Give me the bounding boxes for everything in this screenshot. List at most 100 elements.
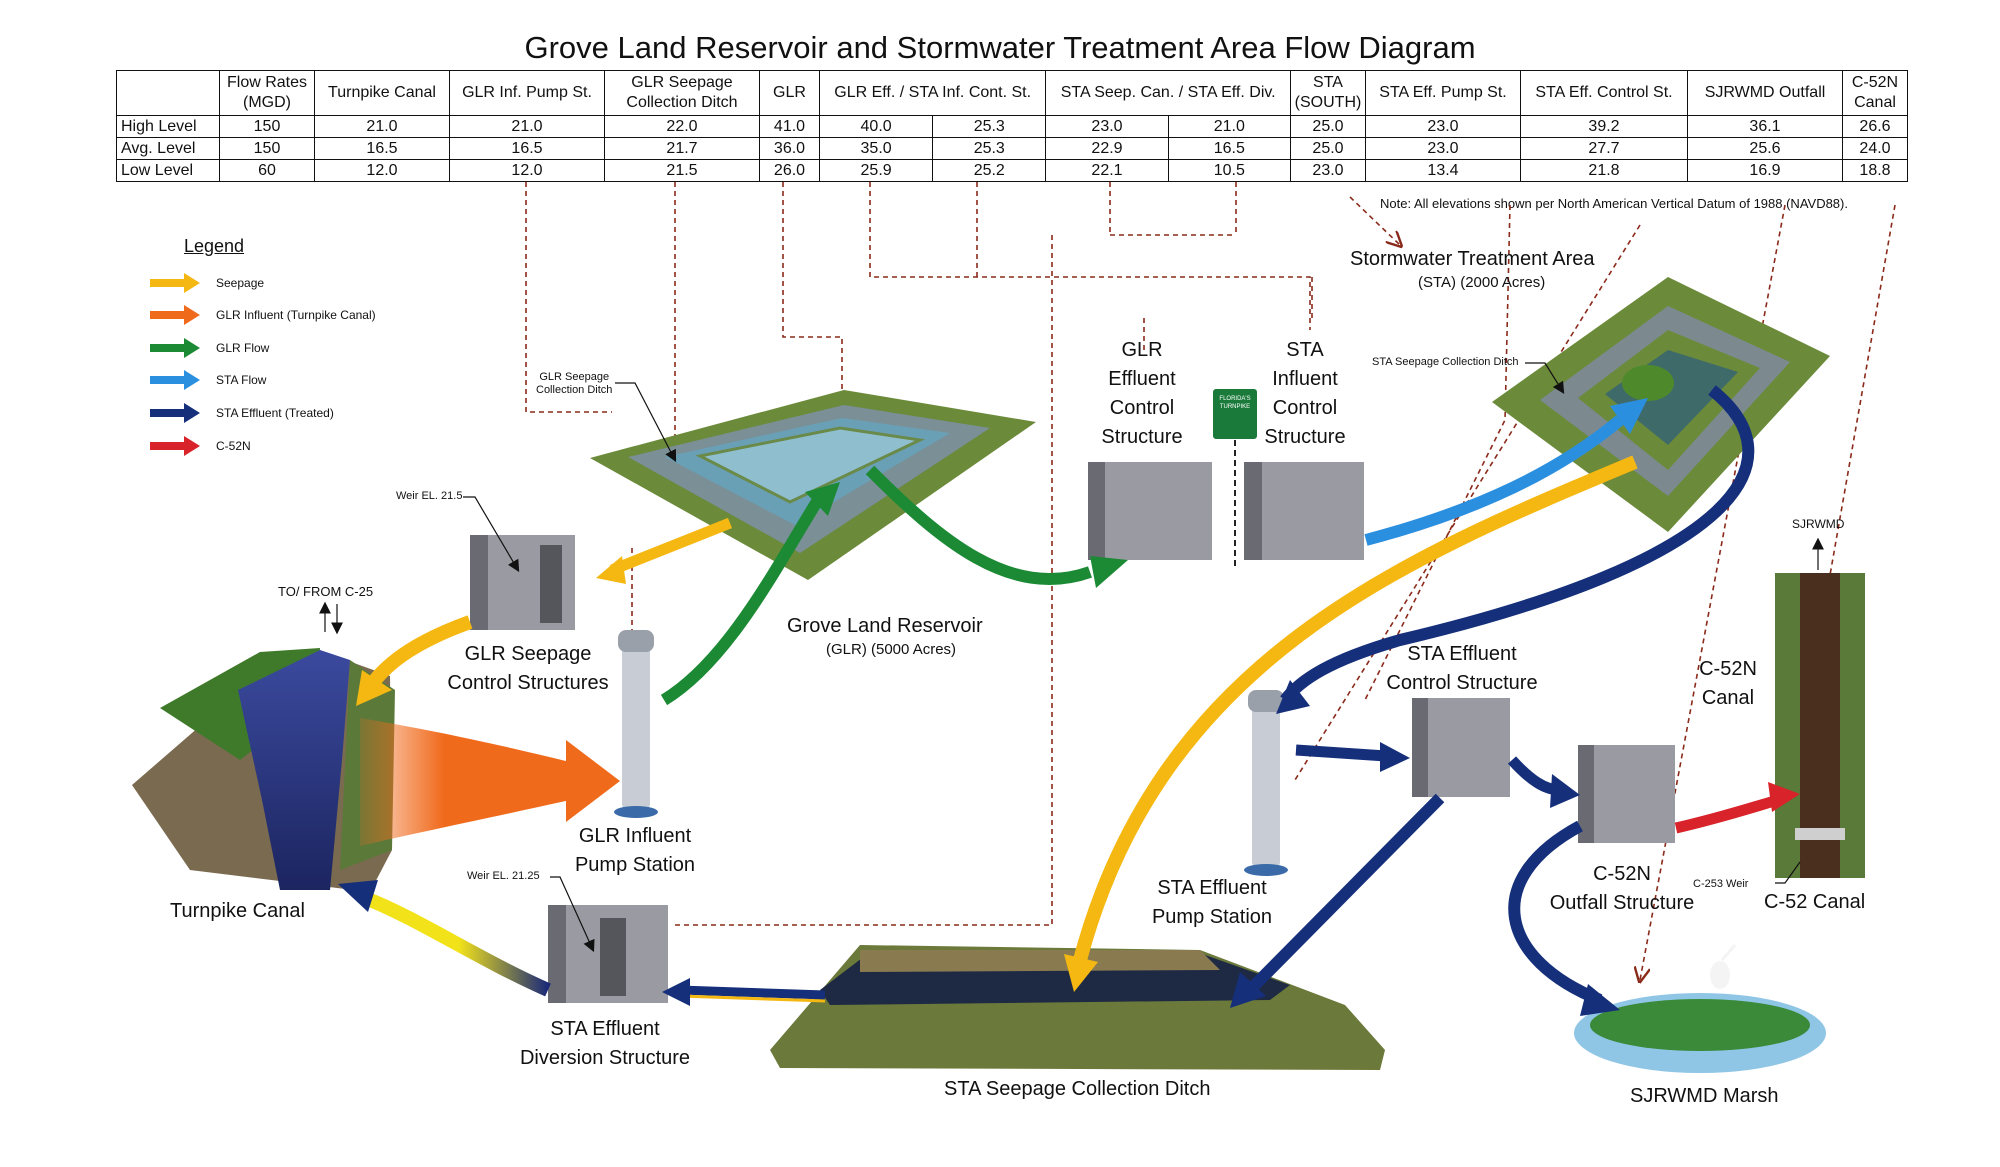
label-line: Structure	[1101, 426, 1183, 448]
table-cell: 21.0	[1167, 115, 1292, 138]
sta-flow-arrow-icon	[150, 370, 200, 390]
table-cell: 25.0	[1290, 137, 1366, 160]
sta-effluent-arrow	[679, 994, 826, 1003]
table-cell: 12.0	[449, 159, 605, 182]
seepage-arrowhead	[356, 670, 392, 706]
table-cell: 27.7	[1520, 137, 1688, 160]
sta-effluent-pump-station	[1244, 690, 1288, 876]
turnpike-sign-icon: FLORIDA'S TURNPIKE	[1211, 387, 1259, 568]
c52n-outfall-label: C-52N Outfall Structure	[1537, 860, 1707, 918]
water-level-table: Flow Rates (MGD) Turnpike Canal GLR Inf.…	[116, 70, 1908, 182]
sta-effluent-diversion-label: STA Effluent Diversion Structure	[515, 1015, 695, 1073]
sta-effluent-arrowhead	[1580, 984, 1620, 1016]
table-cell: 22.0	[604, 115, 760, 138]
flow-arrows	[338, 385, 1800, 1016]
label-line: GLR Seepage	[539, 371, 610, 383]
label-line: Influent	[1272, 368, 1338, 390]
glr-influent-arrowhead	[566, 740, 620, 822]
sta-effluent-control-structure	[1412, 698, 1510, 797]
sta-effluent-arrowhead	[1230, 972, 1266, 1008]
table-header: GLR	[759, 70, 820, 116]
sta-effluent-arrow-icon	[150, 403, 200, 423]
legend-label: C-52N	[216, 439, 251, 453]
glr-flow-arrowhead	[805, 482, 840, 516]
sta-effluent-arrow	[1508, 820, 1603, 1006]
label-line: Diversion Structure	[519, 1047, 691, 1069]
c52n-canal-label: C-52N Canal	[1690, 655, 1766, 713]
legend-item-sta-effluent: STA Effluent (Treated)	[148, 401, 334, 425]
seepage-arrow	[609, 517, 733, 576]
table-cell: 10.5	[1167, 159, 1292, 182]
legend-item-glr-influent: GLR Influent (Turnpike Canal)	[148, 303, 376, 327]
sjrwmd-marsh-label: SJRWMD Marsh	[1630, 1085, 1779, 1107]
table-header: C-52N Canal	[1842, 70, 1908, 116]
sta-effluent-control-label: STA Effluent Control Structure	[1376, 640, 1548, 698]
seepage-arrow-icon	[150, 273, 200, 293]
glr-seepage-control-label: GLR Seepage Control Structures	[438, 640, 618, 698]
table-corner	[116, 70, 220, 116]
c52n-arrowhead	[1768, 782, 1800, 812]
label-line: STA Effluent	[1157, 877, 1267, 899]
table-cell: 21.5	[604, 159, 760, 182]
table-cell: 26.6	[1842, 115, 1908, 138]
table-row: Avg. Level 150 16.5 16.5 21.7 36.0 35.0 …	[116, 137, 1908, 160]
table-cell: 25.6	[1687, 137, 1843, 160]
glr-title: Grove Land Reservoir	[787, 615, 983, 637]
table-cell: 22.9	[1045, 137, 1169, 160]
sta-effluent-arrowhead	[662, 978, 690, 1006]
turnpike-canal	[132, 648, 395, 892]
glr-influent-arrow	[360, 718, 570, 846]
table-cell: 13.4	[1365, 159, 1521, 182]
label-line: Collection Ditch	[536, 384, 613, 396]
glr-influent-pump-station	[614, 630, 658, 818]
table-cell: 39.2	[1520, 115, 1688, 138]
sta-area	[1492, 277, 1830, 532]
label-line: STA Effluent	[1407, 643, 1517, 665]
label-line: C-52N	[1699, 658, 1757, 680]
table-header: STA Eff. Control St.	[1520, 70, 1688, 116]
sta-effluent-diversion-arrow	[367, 893, 551, 997]
turnpike-sign-text-1: FLORIDA'S	[1219, 396, 1250, 402]
table-cell: 25.9	[818, 159, 934, 182]
turnpike-sign-text-2: TURNPIKE	[1220, 404, 1250, 410]
label-line: Effluent	[1108, 368, 1176, 390]
glr-seepage-control-structure	[470, 535, 575, 630]
legend-label: GLR Flow	[216, 341, 270, 355]
table-header: Flow Rates (MGD)	[219, 70, 315, 116]
sta-seepage-ditch-small-label: STA Seepage Collection Ditch	[1372, 356, 1519, 368]
glr-influent-pump-label: GLR Influent Pump Station	[560, 822, 710, 880]
label-pointers	[319, 362, 1824, 953]
table-header-row: Flow Rates (MGD) Turnpike Canal GLR Inf.…	[116, 70, 1908, 116]
sta-title: Stormwater Treatment Area	[1350, 248, 1595, 270]
label-line: Control Structure	[1386, 672, 1538, 694]
label-line: GLR	[1121, 339, 1163, 361]
table-cell: 150	[219, 115, 315, 138]
label-line: GLR Seepage	[464, 643, 592, 665]
glr-effluent-control-label: GLR Effluent Control Structure	[1092, 336, 1192, 452]
glr-flow-arrowhead	[1090, 556, 1128, 588]
sta-subtitle: (STA) (2000 Acres)	[1418, 274, 1546, 291]
glr-flow-arrow	[660, 496, 824, 706]
to-from-c25-label: TO/ FROM C-25	[278, 584, 374, 599]
sta-influent-control-label: STA Influent Control Structure	[1255, 336, 1355, 452]
table-cell: 60	[219, 159, 315, 182]
turnpike-canal-label: Turnpike Canal	[170, 900, 305, 922]
legend-item-seepage: Seepage	[148, 271, 264, 295]
table-cell: 21.8	[1520, 159, 1688, 182]
table-cell: 40.0	[818, 115, 934, 138]
sta-effluent-arrowhead	[1276, 680, 1310, 714]
table-cell: 23.0	[1290, 159, 1366, 182]
table-header: STA (SOUTH)	[1290, 70, 1366, 116]
label-line: Outfall Structure	[1549, 892, 1695, 914]
label-line: C-52N	[1593, 863, 1651, 885]
legend-label: GLR Influent (Turnpike Canal)	[216, 308, 376, 322]
glr-subtitle: (GLR) (5000 Acres)	[826, 641, 957, 658]
table-header: GLR Seepage Collection Ditch	[604, 70, 760, 116]
c52n-arrow	[1674, 794, 1780, 834]
label-line: GLR Influent	[578, 825, 692, 847]
sta-effluent-arrowhead	[1550, 774, 1580, 808]
legend-item-c52n: C-52N	[148, 434, 251, 458]
sta-seepage-ditch-label: STA Seepage Collection Ditch	[944, 1078, 1211, 1100]
label-line: Control	[1109, 397, 1175, 419]
